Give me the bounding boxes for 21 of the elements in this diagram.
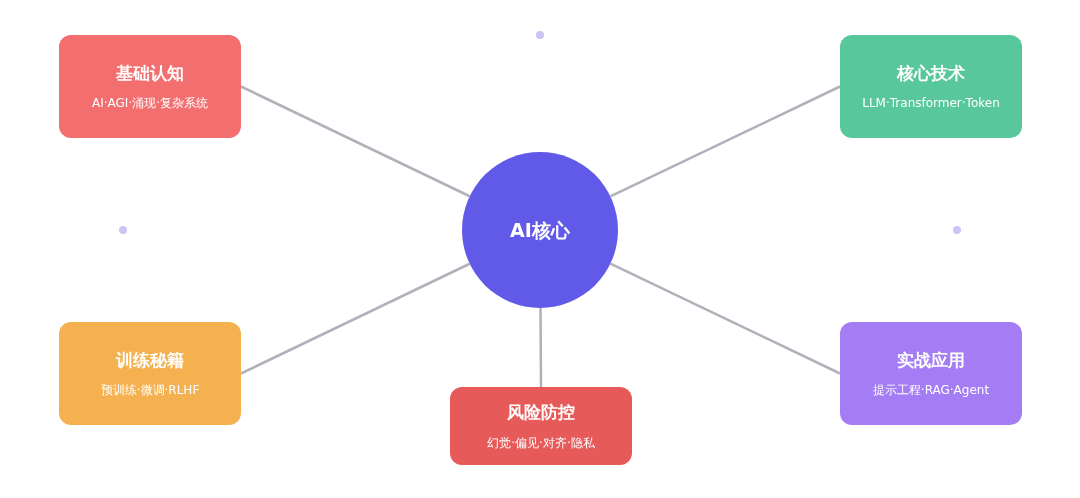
card-subtitle: LLM·Transformer·Token (862, 95, 1000, 113)
card-title: 实战应用 (897, 348, 965, 372)
connector-line (609, 262, 841, 375)
card-subtitle: AI·AGI·涌现·复杂系统 (92, 95, 208, 113)
card-subtitle: 提示工程·RAG·Agent (872, 382, 990, 400)
connector-line (240, 262, 471, 375)
connector-line (539, 308, 543, 387)
topic-card (840, 35, 1022, 138)
card-title: 核心技术 (897, 61, 965, 85)
card-title: 风险防控 (507, 401, 575, 425)
card-title: 基础认知 (116, 61, 184, 85)
topic-card (59, 322, 241, 425)
connector-line (609, 85, 841, 198)
card-subtitle: 预训练·微调·RLHF (100, 382, 200, 400)
connector-line (240, 85, 471, 198)
topic-card (450, 387, 632, 465)
topic-card (840, 322, 1022, 425)
topic-card (59, 35, 241, 138)
card-subtitle: 幻觉·偏见·对齐·隐私 (487, 434, 595, 452)
card-title: AI核心 (510, 217, 570, 243)
card-title: 训练秘籍 (116, 348, 184, 372)
